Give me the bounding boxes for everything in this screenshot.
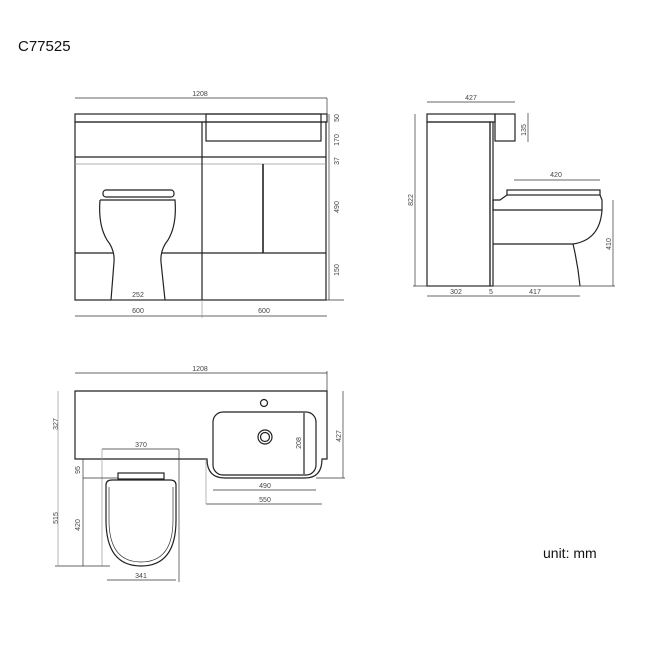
dim-side-projection: 417	[529, 289, 541, 296]
dim-side-cabinet: 302	[450, 289, 462, 296]
dim-plan-basin-inner-depth: 208	[296, 437, 303, 449]
dim-front-total-width: 1208	[192, 91, 208, 98]
drain	[257, 429, 273, 445]
unit-label: unit: mm	[543, 545, 597, 561]
dim-side-top: 427	[465, 95, 477, 102]
front-basin	[205, 113, 322, 142]
dim-side-pan-height: 410	[606, 238, 613, 250]
dim-plan-projection: 515	[53, 512, 60, 524]
plan-toilet-seat	[105, 479, 177, 567]
front-toilet	[99, 189, 176, 301]
dim-plan-seat-length: 420	[75, 519, 82, 531]
dim-side-height: 822	[408, 194, 415, 206]
dim-right-width: 600	[258, 308, 270, 315]
plan-view: 1208 327 370 95 515 420 341 208 490 550 …	[53, 366, 345, 582]
dim-door: 490	[334, 201, 341, 213]
tap-hole	[259, 398, 269, 408]
dim-side-seat: 420	[550, 172, 562, 179]
dim-left-width: 600	[132, 308, 144, 315]
dim-plan-basin-depth: 427	[336, 430, 343, 442]
dim-plan-counter-depth: 327	[53, 418, 60, 430]
front-cabinet	[74, 121, 327, 301]
dim-plan-pan-width: 370	[135, 442, 147, 449]
dim-side-gap: 5	[489, 289, 493, 296]
side-view: 427 135 822 420 410 302 5 417	[408, 95, 615, 297]
front-view: 1208 252 600 600 50 170 37 490 150	[74, 91, 344, 318]
product-code: C77525	[18, 38, 71, 55]
dim-drawer: 170	[334, 134, 341, 146]
plan-basin	[212, 411, 317, 476]
dim-pan-foot: 252	[132, 292, 144, 299]
dim-side-basin: 135	[521, 124, 528, 136]
dim-top-thickness: 50	[334, 114, 341, 122]
dim-plan-basin-outer-width: 550	[259, 497, 271, 504]
dim-plan-basin-inner-width: 490	[259, 483, 271, 490]
dim-gap: 37	[334, 157, 341, 165]
dim-plan-seat-width: 341	[135, 573, 147, 580]
front-countertop	[74, 113, 328, 123]
dim-plan-total-width: 1208	[192, 366, 208, 373]
plan-countertop	[74, 390, 328, 479]
seat-hinge	[117, 472, 165, 480]
dim-plinth: 150	[334, 264, 341, 276]
dim-plan-hinge: 95	[75, 466, 82, 474]
